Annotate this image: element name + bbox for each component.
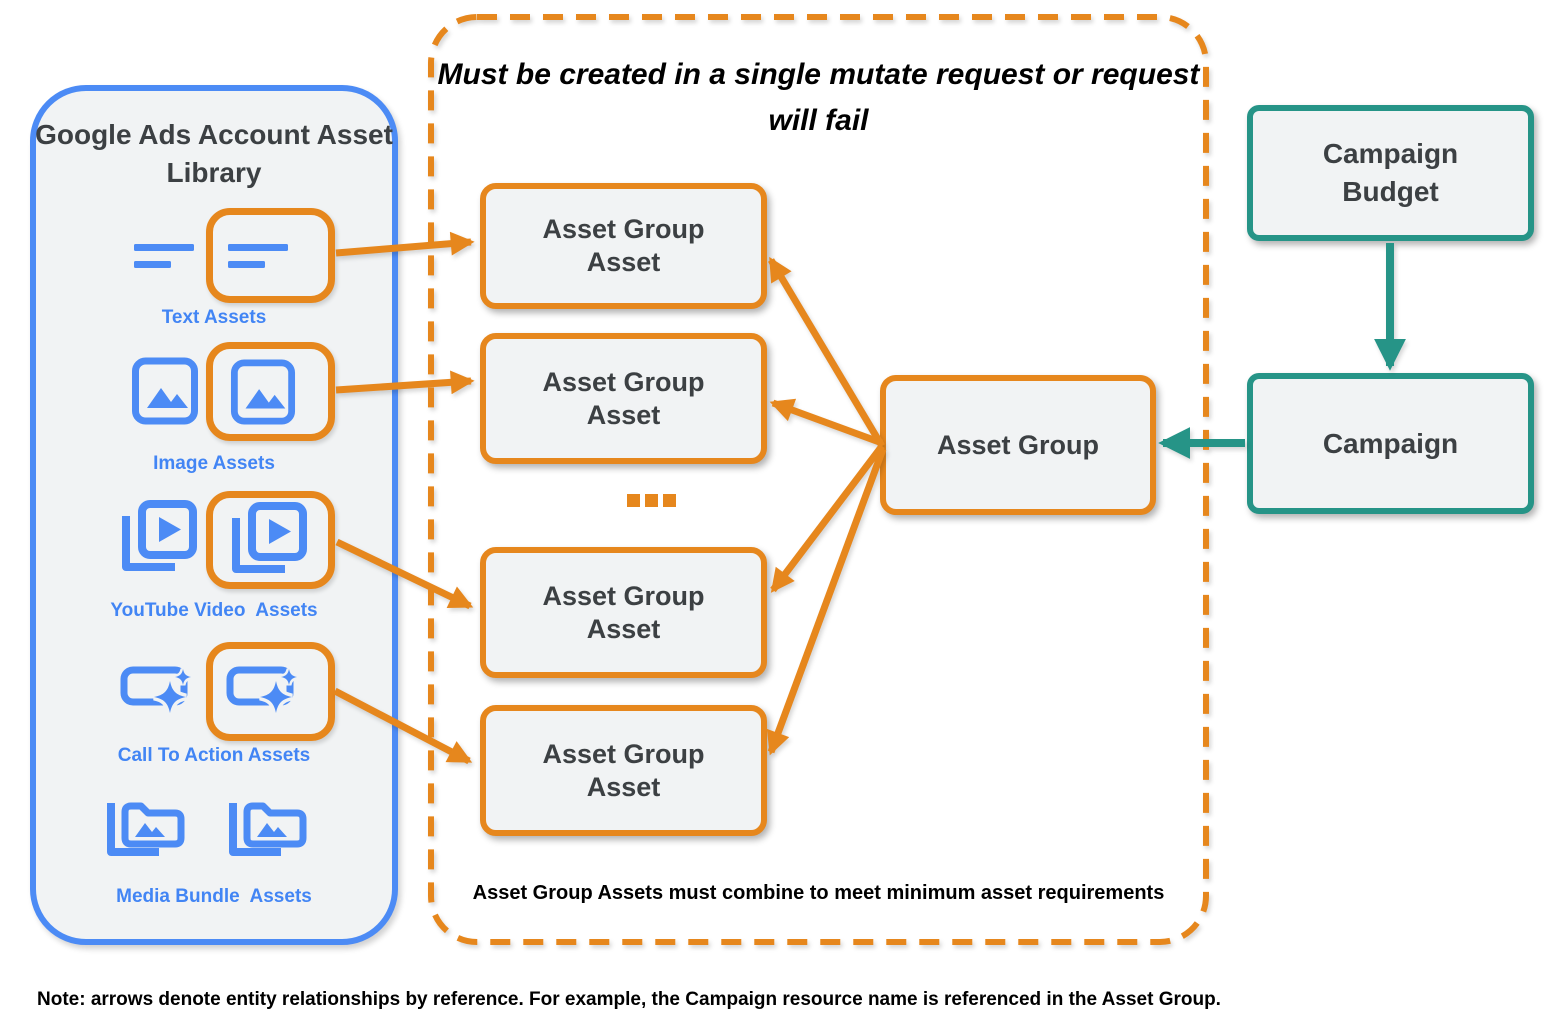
image-asset-selection-ring xyxy=(206,342,335,441)
media-bundle-assets-label: Media Bundle Assets xyxy=(116,886,312,907)
youtube-video-assets-label: YouTube Video Assets xyxy=(110,600,318,621)
call-to-action-asset-icon xyxy=(226,666,298,714)
call-to-action-assets-label: Call To Action Assets xyxy=(117,745,311,766)
arrow-asset-group-to-box-2 xyxy=(769,398,884,447)
asset-group-asset-label: Asset Group xyxy=(542,738,705,769)
image-asset-icon xyxy=(132,357,198,425)
mutate-panel-footnote: Asset Group Assets must combine to meet … xyxy=(472,882,1165,904)
asset-group-asset-label: Asset xyxy=(586,613,661,644)
mutate-panel-title: Must be created in a single mutate reque… xyxy=(428,52,1209,144)
image-asset-icon xyxy=(230,359,296,425)
campaign-box: Campaign xyxy=(1247,373,1534,514)
text-asset-icon xyxy=(228,244,288,268)
campaign-budget-label: Campaign xyxy=(1322,138,1459,169)
asset-group-asset-box-2: Asset Group Asset xyxy=(480,333,767,464)
asset-group-box: Asset Group xyxy=(880,375,1156,515)
asset-library-title: Google Ads Account Asset Library xyxy=(30,116,398,192)
asset-group-asset-label: Asset Group xyxy=(542,580,705,611)
asset-group-asset-box-1: Asset Group Asset xyxy=(480,183,767,309)
campaign-budget-box: Campaign Budget xyxy=(1247,105,1534,241)
text-assets-label: Text Assets xyxy=(161,307,267,328)
mutate-panel-title-line1: Must be created in a single mutate reque… xyxy=(437,58,1045,91)
asset-group-asset-label: Asset xyxy=(586,247,661,277)
asset-library-title-line1: Google Ads Account xyxy=(35,119,310,150)
campaign-label: Campaign xyxy=(1322,427,1459,459)
arrow-asset-group-to-box-4 xyxy=(766,447,887,756)
asset-group-asset-box-3: Asset Group Asset xyxy=(480,547,767,678)
media-bundle-asset-icon xyxy=(229,802,307,856)
youtube-video-asset-icon xyxy=(122,500,197,571)
youtube-video-asset-icon xyxy=(232,502,307,573)
asset-group-asset-label: Asset xyxy=(586,399,661,430)
more-asset-boxes-ellipsis-icon xyxy=(627,494,681,512)
text-asset-selection-ring xyxy=(206,208,335,303)
media-bundle-asset-icon xyxy=(107,802,185,856)
text-asset-icon xyxy=(134,244,194,268)
youtube-video-asset-selection-ring xyxy=(206,491,335,589)
campaign-budget-label: Budget xyxy=(1342,176,1439,207)
call-to-action-asset-icon xyxy=(120,666,192,714)
arrow-asset-group-to-box-3 xyxy=(770,443,885,593)
footer-note: Note: arrows denote entity relationships… xyxy=(37,989,1221,1010)
asset-group-asset-box-4: Asset Group Asset xyxy=(480,705,767,836)
call-to-action-asset-selection-ring xyxy=(206,642,335,741)
asset-library-title-line2: Asset Library xyxy=(166,119,393,188)
arrow-asset-group-to-box-1 xyxy=(767,256,886,448)
asset-group-asset-label: Asset Group xyxy=(542,214,705,244)
asset-group-asset-label: Asset Group xyxy=(542,366,705,397)
image-assets-label: Image Assets xyxy=(153,453,275,474)
asset-group-label: Asset Group xyxy=(936,429,1100,460)
asset-group-asset-label: Asset xyxy=(586,771,661,802)
